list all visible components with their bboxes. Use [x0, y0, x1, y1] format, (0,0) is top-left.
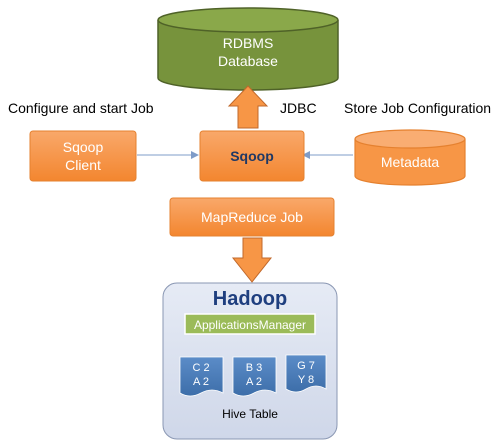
applications-manager-box: ApplicationsManager — [184, 313, 316, 335]
database-label-line1: RDBMS — [223, 35, 274, 51]
hive-document-2: B 3 A 2 — [232, 356, 277, 397]
hadoop-cluster-box: Hadoop ApplicationsManager C 2 A 2 B 3 A… — [162, 282, 338, 440]
doc3-line2: Y 8 — [298, 374, 314, 386]
sqoop-client-line1: Sqoop — [63, 139, 104, 155]
metadata-cylinder: Metadata — [354, 129, 466, 186]
jdbc-up-arrow — [227, 85, 269, 129]
hive-document-3: G 7 Y 8 — [285, 354, 327, 393]
applications-manager-label: ApplicationsManager — [194, 318, 306, 332]
configure-job-label: Configure and start Job — [8, 100, 154, 116]
metadata-label: Metadata — [381, 154, 440, 170]
jdbc-label: JDBC — [280, 100, 317, 116]
mapreduce-job-box: MapReduce Job — [169, 197, 335, 237]
doc2-line2: A 2 — [246, 376, 262, 388]
store-config-label: Store Job Configuration — [344, 100, 491, 116]
doc2-line1: B 3 — [246, 362, 263, 374]
doc3-line1: G 7 — [297, 360, 315, 372]
sqoop-box: Sqoop — [199, 130, 305, 182]
hadoop-title: Hadoop — [213, 288, 287, 310]
mapreduce-label: MapReduce Job — [201, 209, 303, 225]
doc1-line2: A 2 — [193, 376, 209, 388]
sqoop-client-line2: Client — [65, 157, 101, 173]
hive-document-1: C 2 A 2 — [179, 356, 224, 397]
hive-table-label: Hive Table — [222, 407, 278, 421]
doc1-line1: C 2 — [192, 362, 209, 374]
sqoop-label: Sqoop — [230, 148, 274, 164]
mapreduce-down-arrow — [231, 237, 273, 283]
database-label-line2: Database — [218, 53, 278, 69]
rdbms-database-cylinder: RDBMS Database — [157, 7, 339, 91]
sqoop-client-box: Sqoop Client — [29, 130, 137, 182]
